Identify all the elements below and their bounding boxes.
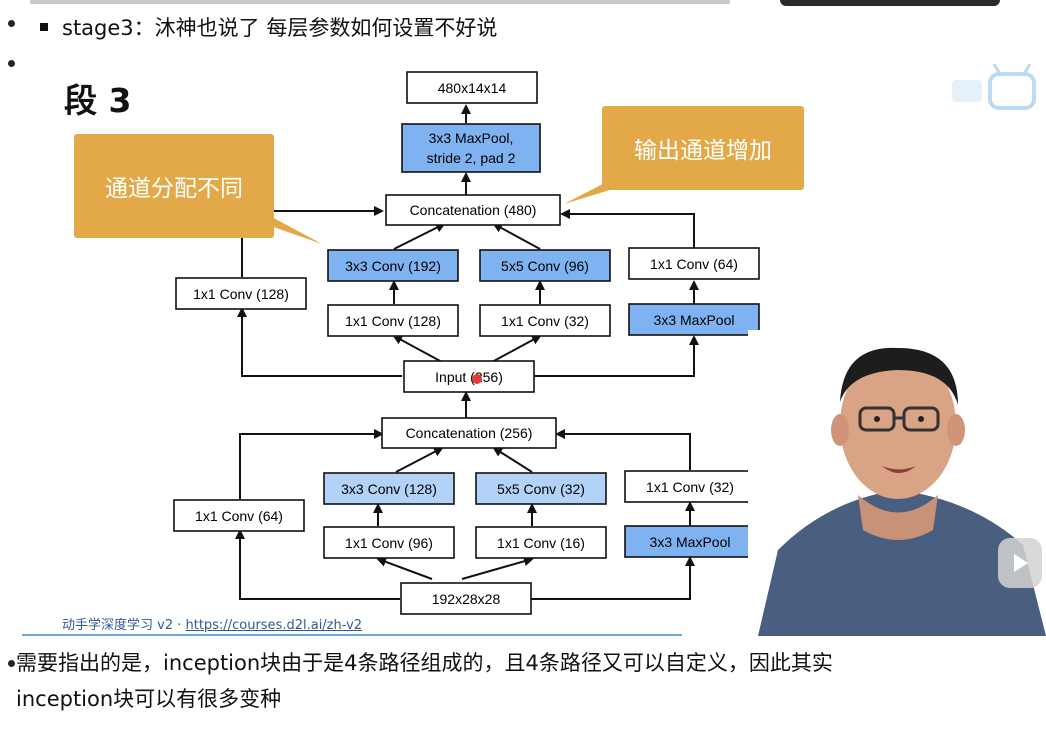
node-b2-conv1d: 1x1 Conv (64)	[628, 247, 760, 280]
stage3-text: stage3：沐神也说了 每层参数如何设置不好说	[62, 16, 498, 40]
node-b1-conv1a-label: 1x1 Conv (64)	[195, 508, 283, 524]
node-b2-conv3: 3x3 Conv (192)	[327, 249, 459, 282]
outer-bullet-dot	[8, 20, 15, 27]
node-concat-256: Concatenation (256)	[381, 417, 557, 449]
node-output: 480x14x14	[406, 71, 538, 104]
node-b1-conv1d-label: 1x1 Conv (32)	[646, 479, 734, 495]
top-scroll-strip	[30, 0, 730, 4]
node-b2-conv1a: 1x1 Conv (128)	[175, 277, 307, 310]
node-b1-conv3: 3x3 Conv (128)	[323, 472, 455, 505]
node-b1-conv1c-label: 1x1 Conv (16)	[497, 535, 585, 551]
presenter-video-overlay	[748, 330, 1046, 636]
node-b1-conv5-label: 5x5 Conv (32)	[497, 481, 585, 497]
node-b1-conv1c: 1x1 Conv (16)	[475, 526, 607, 559]
node-b2-conv5: 5x5 Conv (96)	[479, 249, 611, 282]
node-b2-maxpool: 3x3 MaxPool	[628, 303, 760, 336]
node-concat-480-label: Concatenation (480)	[410, 202, 537, 218]
footer-divider	[22, 634, 682, 636]
top-video-strip	[780, 0, 1000, 6]
node-b2-conv3-label: 3x3 Conv (192)	[345, 258, 441, 274]
explanation-line1: 需要指出的是，inception块由于是4条路径组成的，且4条路径又可以自定义，…	[16, 651, 833, 675]
callout-output-channels: 输出通道增加	[602, 106, 804, 190]
callout-right-text: 输出通道增加	[634, 138, 772, 164]
node-concat-256-label: Concatenation (256)	[406, 425, 533, 441]
callout-channel-allocation: 通道分配不同	[74, 134, 274, 238]
explanation-paragraph: 需要指出的是，inception块由于是4条路径组成的，且4条路径又可以自定义，…	[16, 645, 1016, 717]
footer-course-link[interactable]: https://courses.d2l.ai/zh-v2	[185, 618, 363, 633]
node-maxpool-top: 3x3 MaxPool, stride 2, pad 2	[401, 123, 541, 173]
square-bullet-icon	[40, 23, 48, 31]
outer-bullet-dot	[8, 60, 15, 67]
cursor-pointer-dot	[472, 374, 482, 384]
node-b2-conv1a-label: 1x1 Conv (128)	[193, 286, 289, 302]
stage3-bullet: stage3：沐神也说了 每层参数如何设置不好说	[40, 12, 497, 42]
node-maxpool-top-line2: stride 2, pad 2	[427, 150, 516, 166]
node-b2-conv1c-label: 1x1 Conv (32)	[501, 313, 589, 329]
node-b2-conv1b-label: 1x1 Conv (128)	[345, 313, 441, 329]
outer-bullet-dot	[8, 660, 15, 667]
node-b2-conv1d-label: 1x1 Conv (64)	[650, 256, 738, 272]
node-b1-conv1a: 1x1 Conv (64)	[173, 499, 305, 532]
node-bottom-input-label: 192x28x28	[432, 591, 501, 607]
node-b1-conv1b-label: 1x1 Conv (96)	[345, 535, 433, 551]
node-b1-conv1d: 1x1 Conv (32)	[624, 470, 756, 503]
node-b1-maxpool: 3x3 MaxPool	[624, 525, 756, 558]
node-b2-conv1b: 1x1 Conv (128)	[327, 304, 459, 337]
bilibili-watermark-icon	[952, 63, 1036, 110]
node-b1-conv1b: 1x1 Conv (96)	[323, 526, 455, 559]
node-b1-conv5: 5x5 Conv (32)	[475, 472, 607, 505]
diagram-edges	[235, 104, 699, 600]
node-input: Input (256)	[403, 360, 535, 393]
node-b2-conv5-label: 5x5 Conv (96)	[501, 258, 589, 274]
node-output-label: 480x14x14	[438, 80, 507, 96]
inception-diagram: 480x14x14 3x3 MaxPool, stride 2, pad 2 C…	[173, 71, 760, 615]
play-button[interactable]	[998, 538, 1042, 588]
node-bottom-input: 192x28x28	[400, 582, 532, 615]
callout-left-text: 通道分配不同	[105, 176, 243, 202]
node-b2-maxpool-label: 3x3 MaxPool	[654, 312, 735, 328]
node-b2-conv1c: 1x1 Conv (32)	[479, 304, 611, 337]
node-concat-480: Concatenation (480)	[385, 194, 561, 226]
slide-footer: 动手学深度学习 v2 · https://courses.d2l.ai/zh-v…	[62, 614, 362, 633]
node-input-label: Input (256)	[435, 369, 503, 385]
node-maxpool-top-line1: 3x3 MaxPool,	[429, 130, 514, 146]
node-b1-conv3-label: 3x3 Conv (128)	[341, 481, 437, 497]
node-b1-maxpool-label: 3x3 MaxPool	[650, 534, 731, 550]
footer-course-name: 动手学深度学习 v2 ·	[62, 618, 186, 633]
slide-title: 段 3	[64, 81, 132, 120]
explanation-line2: inception块可以有很多变种	[16, 687, 282, 711]
